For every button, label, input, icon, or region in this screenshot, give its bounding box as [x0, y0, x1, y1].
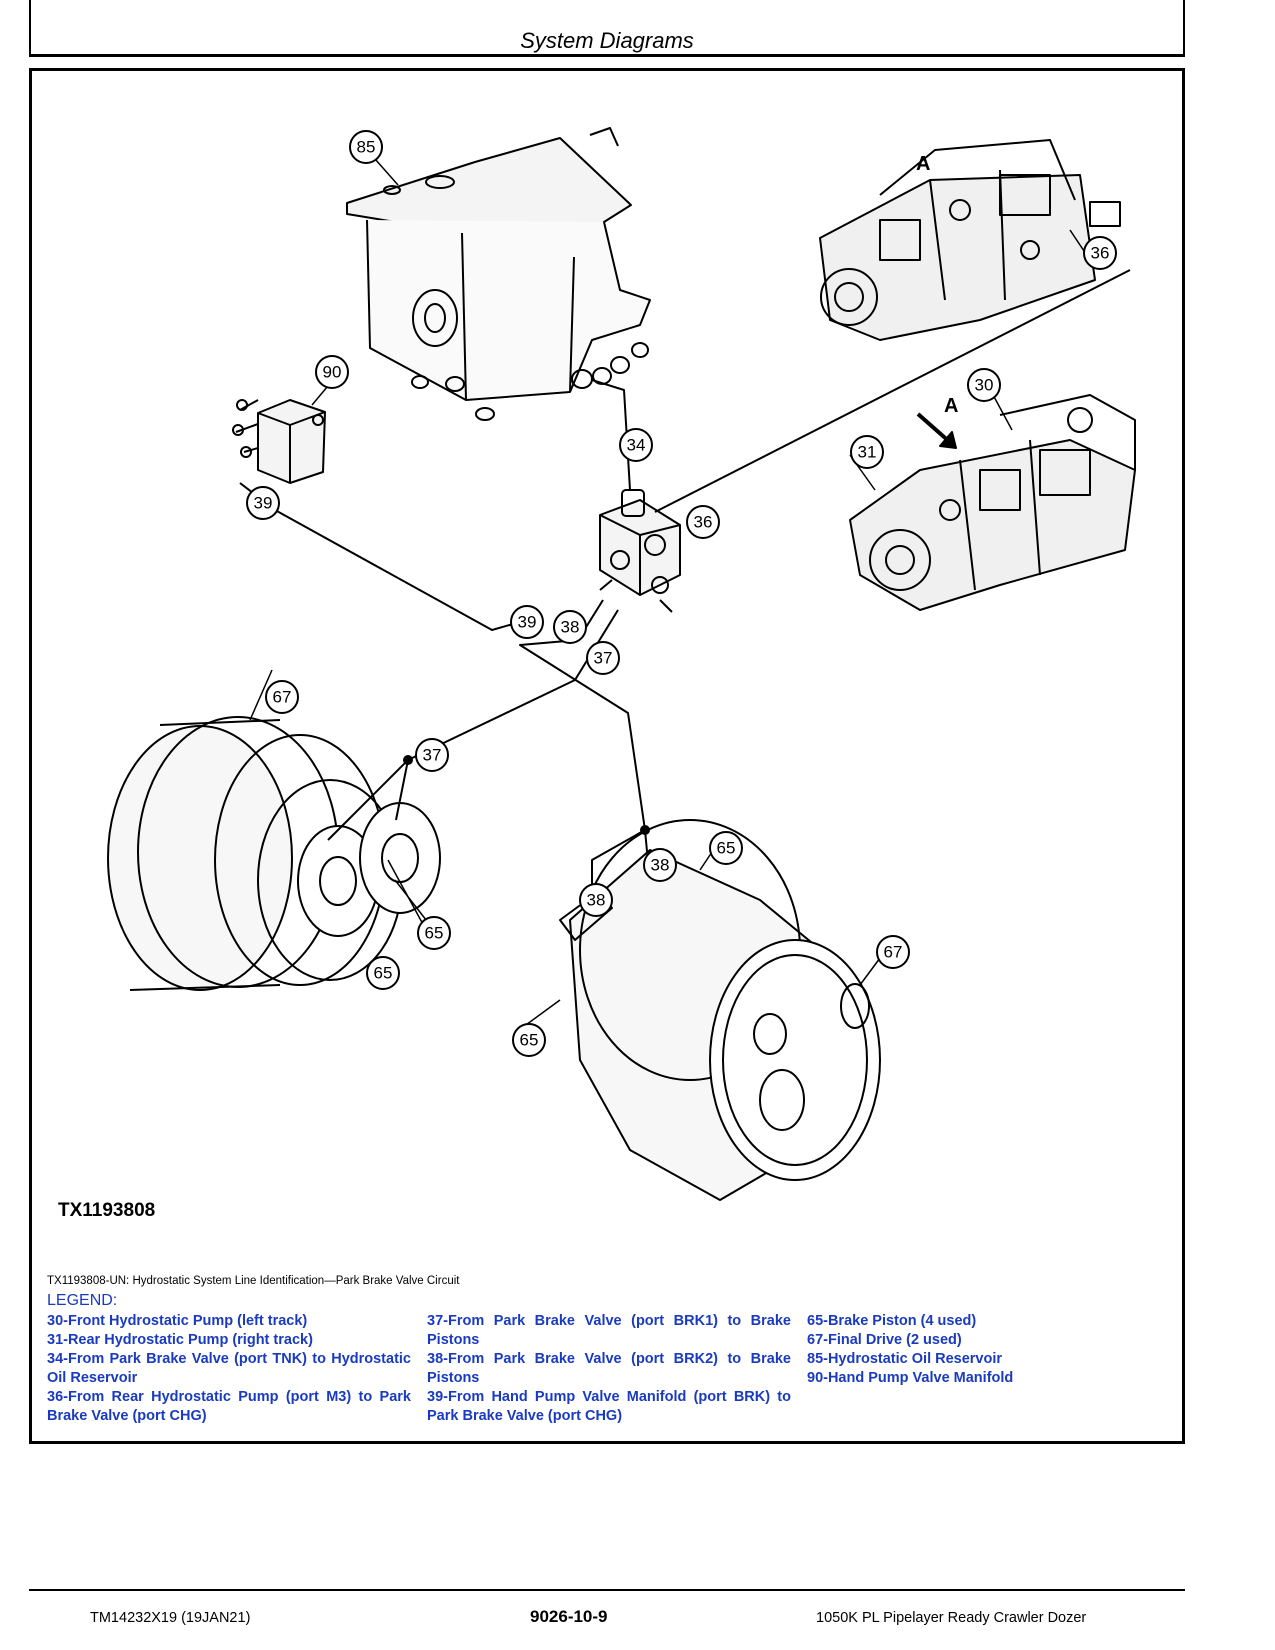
callout-39-mid: 39: [510, 605, 544, 639]
callout-67-right: 67: [876, 935, 910, 969]
callout-67-left: 67: [265, 680, 299, 714]
footer-page-number: 9026-10-9: [530, 1607, 608, 1626]
legend-column-1: 30-Front Hydrostatic Pump (left track) 3…: [47, 1312, 411, 1426]
svg-text:36: 36: [694, 513, 713, 532]
callout-39-left: 39: [246, 486, 280, 520]
legend-item: 36-From Rear Hydrostatic Pump (port M3) …: [47, 1389, 411, 1424]
final-drive-right: [559, 819, 881, 1201]
svg-text:36: 36: [1091, 244, 1110, 263]
svg-text:67: 67: [884, 943, 903, 962]
header-box: System Diagrams: [29, 0, 1185, 57]
pump-detail-a: [819, 139, 1121, 341]
callout-90: 90: [315, 355, 349, 389]
legend-title: LEGEND:: [47, 1292, 118, 1309]
callout-65-left-bottom: 65: [366, 956, 400, 990]
legend-item: 90-Hand Pump Valve Manifold: [807, 1370, 1014, 1386]
svg-text:38: 38: [651, 856, 670, 875]
page-title: System Diagrams: [520, 28, 694, 53]
legend-item: 67-Final Drive (2 used): [807, 1332, 962, 1348]
svg-text:65: 65: [425, 924, 444, 943]
hydrostatic-pump-pair: [849, 394, 1136, 611]
legend-item: 65-Brake Piston (4 used): [807, 1313, 977, 1329]
callout-65-right-bottom: 65: [512, 1023, 546, 1057]
legend-item: 31-Rear Hydrostatic Pump (right track): [47, 1332, 313, 1348]
svg-text:67: 67: [273, 688, 292, 707]
svg-text:65: 65: [520, 1031, 539, 1050]
legend-item: 37-From Park Brake Valve (port BRK1) to …: [427, 1313, 791, 1348]
callout-31: 31: [850, 435, 884, 469]
svg-text:39: 39: [254, 494, 273, 513]
callout-30: 30: [967, 368, 1001, 402]
svg-text:37: 37: [423, 746, 442, 765]
view-label-a-arrow: A: [944, 395, 958, 417]
callout-85: 85: [349, 130, 383, 164]
svg-text:31: 31: [858, 443, 877, 462]
figure-caption: TX1193808-UN: Hydrostatic System Line Id…: [47, 1275, 460, 1287]
footer-machine-name: 1050K PL Pipelayer Ready Crawler Dozer: [816, 1610, 1087, 1626]
callout-38-right-top: 38: [643, 848, 677, 882]
footer-rule: [29, 1589, 1185, 1591]
svg-text:30: 30: [975, 376, 994, 395]
figure-frame: [29, 68, 1185, 1444]
footer-document-id: TM14232X19 (19JAN21): [90, 1610, 251, 1626]
callout-36-mid: 36: [686, 505, 720, 539]
legend-item: 38-From Park Brake Valve (port BRK2) to …: [427, 1351, 791, 1386]
final-drive-left: [107, 716, 441, 991]
svg-text:34: 34: [627, 436, 646, 455]
hydrostatic-oil-reservoir: [346, 127, 651, 421]
svg-text:65: 65: [717, 839, 736, 858]
callout-34: 34: [619, 428, 653, 462]
callout-65-left-right: 65: [417, 916, 451, 950]
callout-37-left: 37: [415, 738, 449, 772]
legend-item: 34-From Park Brake Valve (port TNK) to H…: [47, 1351, 411, 1386]
legend-column-2: 37-From Park Brake Valve (port BRK1) to …: [427, 1312, 791, 1426]
svg-text:38: 38: [587, 891, 606, 910]
callout-38-right-left: 38: [579, 883, 613, 917]
callout-37-mid: 37: [586, 641, 620, 675]
legend-item: 39-From Hand Pump Valve Manifold (port B…: [427, 1389, 791, 1424]
hand-pump-valve-manifold: [232, 399, 326, 484]
legend-item: 85-Hydrostatic Oil Reservoir: [807, 1351, 1003, 1367]
callout-65-right-top: 65: [709, 831, 743, 865]
svg-text:38: 38: [561, 618, 580, 637]
svg-text:37: 37: [594, 649, 613, 668]
callout-38-mid: 38: [553, 610, 587, 644]
legend-column-3: 65-Brake Piston (4 used) 67-Final Drive …: [807, 1312, 1171, 1388]
figure-id: TX1193808: [58, 1200, 156, 1221]
svg-text:85: 85: [357, 138, 376, 157]
view-label-a-top: A: [916, 153, 930, 175]
legend-item: 30-Front Hydrostatic Pump (left track): [47, 1313, 308, 1329]
park-brake-valve: [599, 489, 681, 613]
svg-text:65: 65: [374, 964, 393, 983]
svg-text:39: 39: [518, 613, 537, 632]
callout-36-top: 36: [1083, 236, 1117, 270]
svg-text:90: 90: [323, 363, 342, 382]
